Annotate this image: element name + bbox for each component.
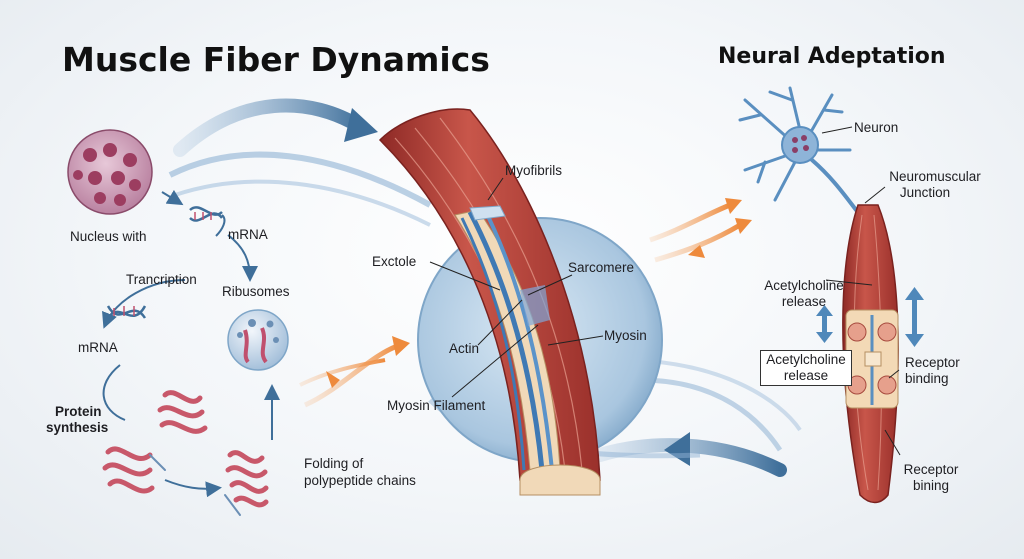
folded-protein xyxy=(224,450,269,516)
mrna-label-left: mRNA xyxy=(78,340,118,355)
receptor-binding-label-line1: Receptor xyxy=(905,355,960,370)
exctole-label: Exctole xyxy=(372,254,417,269)
mrna-helix-icon xyxy=(189,206,226,237)
transcription-label: Trancription xyxy=(126,272,197,287)
ach-release-label-a-line2: release xyxy=(781,294,827,309)
main-title: Muscle Fiber Dynamics xyxy=(62,40,490,79)
myofibrils-label: Myofibrils xyxy=(505,163,563,178)
protein-synthesis-label-line2: synthesis xyxy=(46,420,109,435)
polypeptide-chains xyxy=(102,390,208,494)
myosin-filament-label: Myosin Filament xyxy=(387,398,486,413)
muscle-fiber xyxy=(378,108,601,496)
ribosomes-label: Ribusomes xyxy=(222,284,290,299)
neuron xyxy=(738,86,862,217)
ribosome xyxy=(227,309,289,371)
receptor-binding-label-line2: binding xyxy=(905,371,949,386)
nucleus-label: Nucleus with xyxy=(70,229,147,244)
ach-release-label-b: Acetylcholine release xyxy=(760,350,852,386)
nucleus xyxy=(67,129,153,215)
leader-lines xyxy=(429,126,901,456)
flow-arrows-top xyxy=(168,98,432,227)
neural-title: Neural Adeptation xyxy=(718,44,946,69)
ach-release-label-b-line2: release xyxy=(783,368,829,383)
folding-label-line2: polypeptide chains xyxy=(304,473,416,488)
ach-release-label-b-line1: Acetylcholine xyxy=(766,352,846,367)
skeletal-muscle xyxy=(842,204,899,504)
nmj-label-line1: Neuromuscular xyxy=(889,169,981,184)
sarcomere-label: Sarcomere xyxy=(568,260,635,275)
transcription-helix-icon xyxy=(106,305,147,319)
nmj-label-line2: Junction xyxy=(899,185,951,200)
orange-arrows-right xyxy=(649,198,752,263)
ach-release-label-a-line1: Acetylcholine xyxy=(764,278,844,293)
myosin-label: Myosin xyxy=(604,328,647,343)
orange-arrows-left xyxy=(299,336,410,408)
mrna-label-top: mRNA xyxy=(228,227,268,242)
receptor-bining-label-line1: Receptor xyxy=(903,462,959,477)
folding-label-line1: Folding of xyxy=(304,456,364,471)
protein-synthesis-label-line1: Protein xyxy=(55,404,102,419)
contraction-arrows xyxy=(816,287,924,347)
receptor-bining-label-line2: bining xyxy=(912,478,950,493)
actin-label: Actin xyxy=(449,341,480,356)
neuron-label: Neuron xyxy=(854,120,899,135)
